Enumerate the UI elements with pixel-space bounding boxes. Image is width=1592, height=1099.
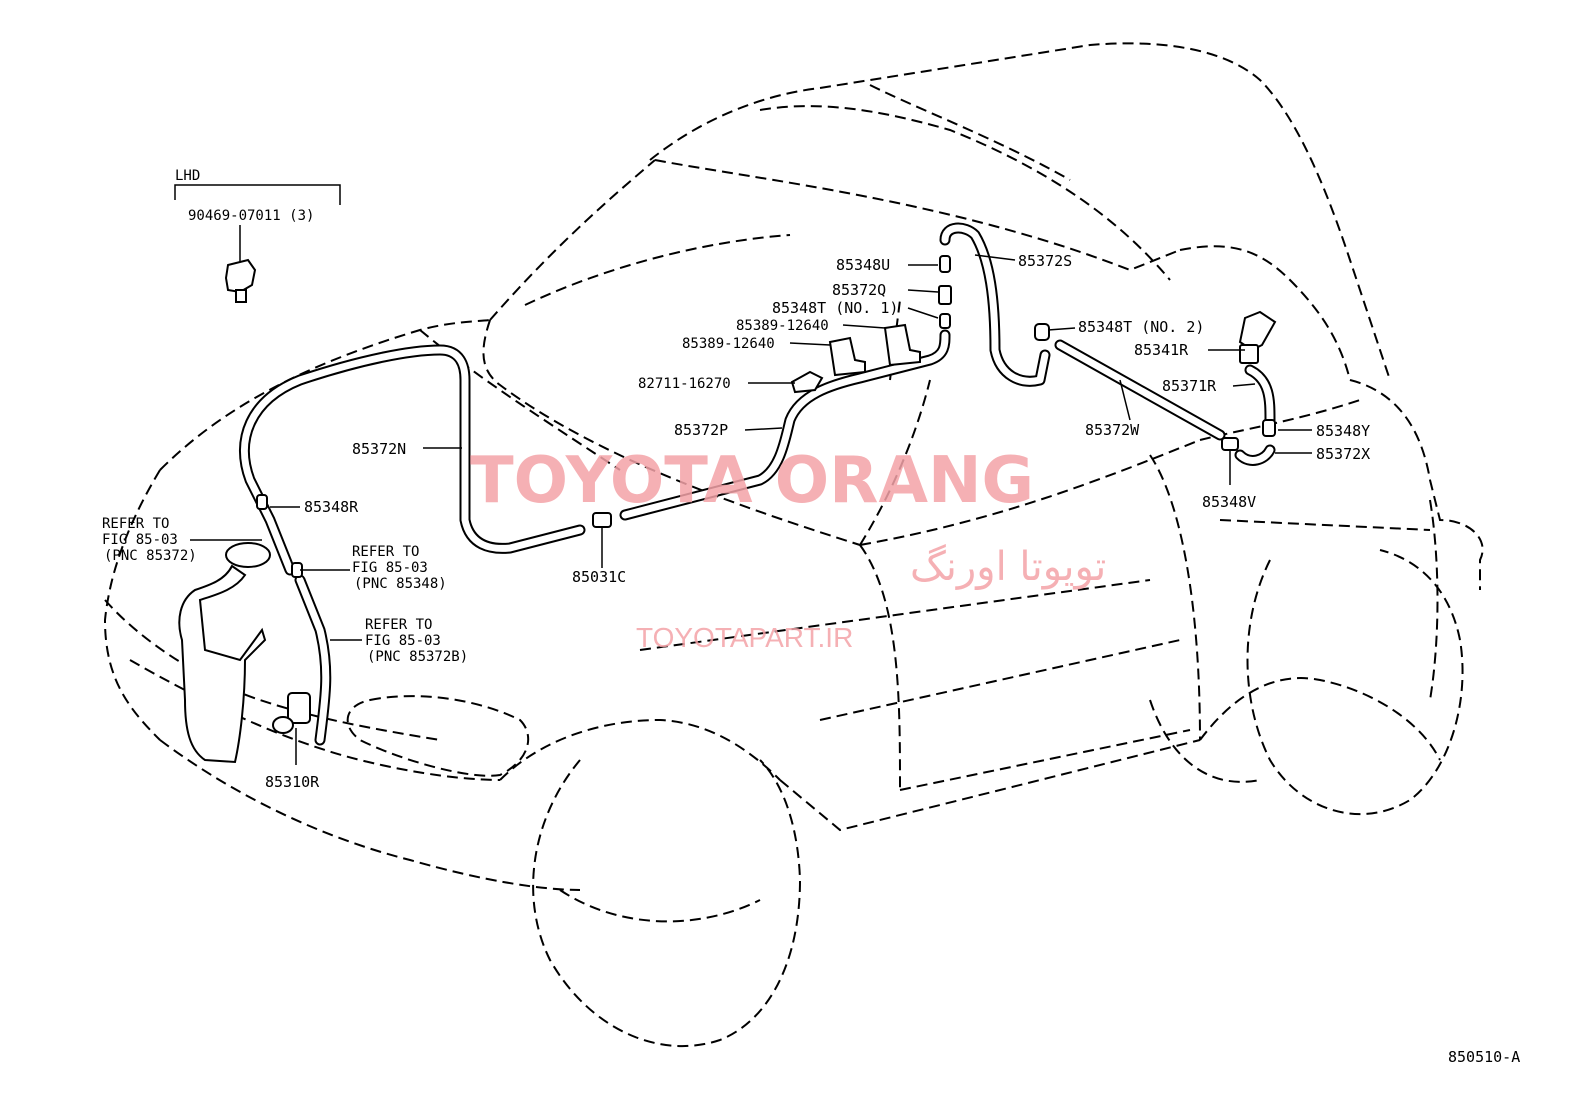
connector-85348U — [939, 255, 951, 273]
part-85348Y-label: 85348Y — [1316, 422, 1370, 440]
refer-3-line1: REFER TO — [365, 617, 432, 633]
watermark-brand: TOYOTA ORANG — [470, 444, 1034, 518]
connector-85031C — [592, 512, 612, 528]
lhd-label: LHD — [175, 168, 200, 184]
part-labels: 85348U 85372S 85372Q 85348T (NO. 1) 8538… — [102, 252, 1520, 1066]
part-85372N-label: 85372N — [352, 440, 406, 458]
part-85310R-label: 85310R — [265, 773, 320, 791]
hose-85372S — [939, 222, 1051, 387]
part-85031C-label: 85031C — [572, 568, 626, 586]
refer-1-line3: (PNC 85372) — [104, 548, 197, 564]
hose-lower-feed — [294, 574, 332, 746]
refer-3-line3: (PNC 85372B) — [367, 649, 468, 665]
clamp-85389-a — [883, 323, 921, 367]
part-85348R-label: 85348R — [304, 498, 359, 516]
part-85348T-no2-label: 85348T (NO. 2) — [1078, 318, 1204, 336]
part-85372S-label: 85372S — [1018, 252, 1072, 270]
part-85372P-label: 85372P — [674, 421, 728, 439]
clip-82711 — [790, 370, 824, 394]
vehicle-outline — [103, 42, 1484, 1048]
connector-85348T-no1 — [939, 313, 951, 329]
clamp-85389-b — [828, 336, 866, 377]
hose-85372X — [1234, 444, 1276, 466]
rear-washer-nozzle-85341R — [1238, 310, 1277, 364]
hose-85371R — [1244, 364, 1276, 426]
part-85371R-label: 85371R — [1162, 377, 1217, 395]
part-85372W-label: 85372W — [1085, 421, 1140, 439]
hose-85372P — [619, 329, 951, 521]
figure-id: 850510-A — [1448, 1048, 1520, 1066]
refer-2-line1: REFER TO — [352, 544, 419, 560]
part-85348U-label: 85348U — [836, 256, 890, 274]
part-82711-label: 82711-16270 — [638, 376, 731, 392]
lhd-bracket: LHD 90469-07011 (3) — [174, 168, 341, 262]
watermark-url: TOYOTAPART.IR — [636, 622, 853, 653]
connector-85348T-no2 — [1034, 323, 1050, 341]
part-85341R-label: 85341R — [1134, 341, 1189, 359]
part-85389-b-label: 85389-12640 — [682, 336, 775, 352]
connector-85348V — [1221, 437, 1239, 451]
part-85372Q-label: 85372Q — [832, 281, 886, 299]
refer-3-line2: FIG 85-03 — [365, 633, 441, 649]
joint-85372Q — [938, 285, 952, 305]
refer-1-line1: REFER TO — [102, 516, 169, 532]
clip-90469 — [224, 258, 257, 303]
refer-2-line2: FIG 85-03 — [352, 560, 428, 576]
part-85348T-no1-label: 85348T (NO. 1) — [772, 299, 898, 317]
leader-lines — [190, 254, 1312, 765]
refer-2-line3: (PNC 85348) — [354, 576, 447, 592]
connector-85348R — [256, 494, 268, 510]
watermark: TOYOTA ORANG تویوتا اورنگ TOYOTAPART.IR — [470, 444, 1106, 653]
part-85372X-label: 85372X — [1316, 445, 1370, 463]
hose-85372W — [1054, 339, 1226, 441]
hose-85372N — [238, 344, 586, 576]
part-90469-label: 90469-07011 (3) — [188, 208, 314, 224]
watermark-brand-fa: تویوتا اورنگ — [910, 544, 1106, 590]
washer-tank — [178, 542, 271, 764]
washer-pump-85310R — [272, 692, 311, 734]
part-85389-a-label: 85389-12640 — [736, 318, 829, 334]
connector-85348Y — [1262, 419, 1276, 437]
refer-1-line2: FIG 85-03 — [102, 532, 178, 548]
part-85348V-label: 85348V — [1202, 493, 1256, 511]
